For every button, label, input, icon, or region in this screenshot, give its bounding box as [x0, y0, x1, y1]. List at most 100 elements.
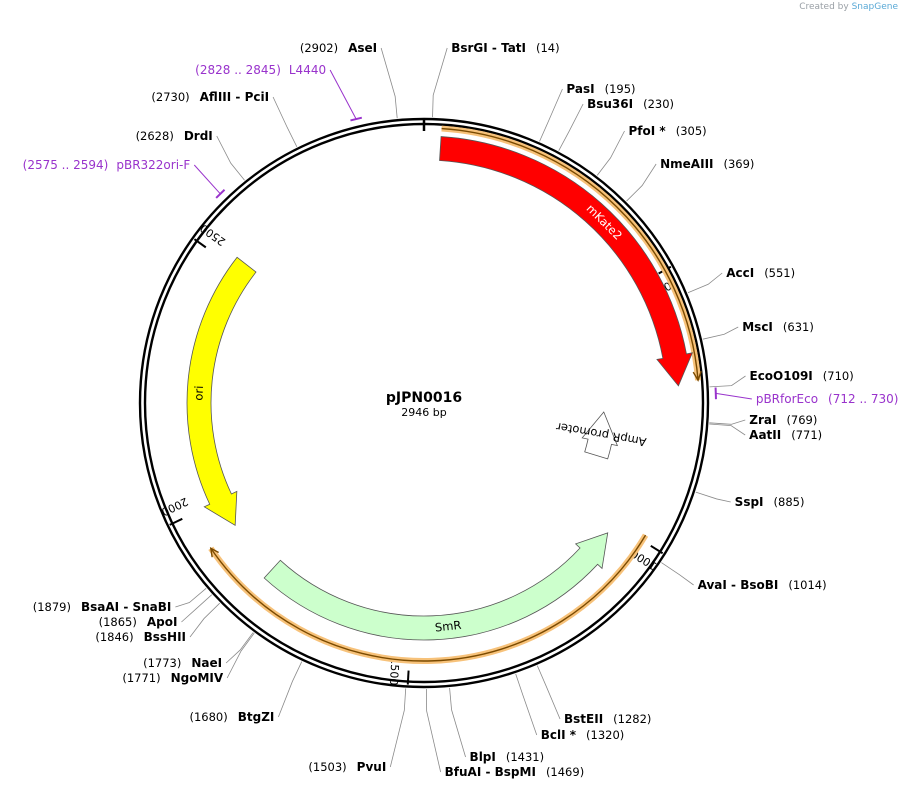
primer-label[interactable]: (2828 .. 2845)L4440 — [195, 63, 326, 77]
primer-pbrforeco[interactable]: pBRforEco(712 .. 730) — [714, 387, 899, 406]
site-msci[interactable]: MscI(631) — [702, 320, 814, 340]
site-acci[interactable]: AccI(551) — [687, 266, 795, 294]
site-label[interactable]: (1503)PvuI — [308, 760, 386, 774]
feature-ori[interactable]: ori — [186, 256, 257, 527]
site-bsteii[interactable]: BstEII(1282) — [536, 665, 651, 726]
site-leader-line — [432, 47, 448, 118]
feature-label: ori — [191, 385, 206, 401]
site-asei[interactable]: (2902)AseI — [300, 41, 398, 119]
site-leader-line — [449, 687, 466, 758]
site-bfuai-bspmi[interactable]: BfuAI - BspMI(1469) — [426, 688, 585, 779]
feature-arrow[interactable] — [581, 411, 619, 460]
site-apoi[interactable]: (1865)ApoI — [99, 594, 213, 629]
tick-mark — [650, 544, 664, 555]
site-separator: - — [481, 765, 494, 779]
site-leader-line — [272, 96, 298, 147]
site-blpi[interactable]: BlpI(1431) — [449, 687, 545, 764]
site-label[interactable]: BsrGI - TatI(14) — [451, 41, 559, 55]
feature-arrow[interactable] — [439, 136, 694, 387]
site-label[interactable]: (1773)NaeI — [143, 656, 222, 670]
primer-sites: (2828 .. 2845)L4440 (2575 .. 2594)pBR322o… — [23, 63, 899, 406]
site-label[interactable]: BfuAI - BspMI(1469) — [445, 765, 585, 779]
site-position: (1014) — [788, 578, 826, 592]
site-position: (195) — [605, 82, 636, 96]
site-position: (1680) — [190, 710, 228, 724]
site-label[interactable]: PasI (195) — [566, 82, 635, 96]
site-label[interactable]: (1846)BssHII — [95, 630, 186, 644]
site-position: (369) — [724, 157, 755, 171]
site-btgzi[interactable]: (1680)BtgZI — [190, 661, 303, 724]
site-sspi[interactable]: SspI(885) — [695, 491, 805, 509]
site-position: (1503) — [308, 760, 346, 774]
primer-l4440[interactable]: (2828 .. 2845)L4440 — [195, 63, 363, 122]
site-bcli[interactable]: BclI *(1320) — [515, 673, 625, 742]
site-position: (1879) — [33, 600, 71, 614]
site-ecoo109i[interactable]: EcoO109I(710) — [709, 369, 854, 388]
site-label[interactable]: MscI(631) — [742, 320, 814, 334]
feature-arrow[interactable] — [186, 256, 257, 527]
site-label[interactable]: (1865)ApoI — [99, 615, 178, 629]
site-pvui[interactable]: (1503)PvuI — [308, 688, 407, 774]
site-leader-line — [278, 661, 303, 718]
site-label[interactable]: EcoO109I(710) — [750, 369, 854, 383]
feature-label: SmR — [434, 618, 462, 635]
site-pasi[interactable]: PasI (195) — [539, 82, 636, 142]
site-position: (1773) — [143, 656, 181, 670]
feature-arrow[interactable] — [263, 532, 609, 641]
site-leader-line — [225, 632, 254, 664]
site-label[interactable]: (2628)DrdI — [136, 129, 213, 143]
restriction-sites: (2902)AseI BsrGI - TatI(14) (2730)AflIII -… — [33, 41, 854, 779]
site-leader-line — [380, 47, 398, 119]
site-enzyme-name: TatI — [501, 41, 526, 55]
site-afliii-pcii[interactable]: (2730)AflIII - PciI — [151, 90, 298, 147]
site-naei[interactable]: (1773)NaeI — [143, 632, 254, 670]
site-label[interactable]: NmeAIII(369) — [660, 157, 754, 171]
feature-smr[interactable]: SmR — [208, 532, 649, 664]
site-label[interactable]: AccI(551) — [726, 266, 795, 280]
site-label[interactable]: BlpI(1431) — [470, 750, 545, 764]
primer-position: (2828 .. 2845) — [195, 63, 281, 77]
site-enzyme-name: BstEII — [564, 712, 603, 726]
site-aatii[interactable]: AatII(771) — [709, 423, 822, 442]
site-bsu36i[interactable]: Bsu36I(230) — [558, 97, 674, 151]
primer-label[interactable]: (2575 .. 2594)pBR322ori-F — [23, 158, 191, 172]
tick-label: 2000 — [159, 495, 190, 519]
site-label[interactable]: AvaI - BsoBI(1014) — [698, 578, 827, 592]
site-pfoi[interactable]: PfoI *(305) — [596, 124, 707, 176]
site-position: (769) — [786, 413, 817, 427]
site-label[interactable]: AatII(771) — [749, 428, 822, 442]
primer-label[interactable]: pBRforEco(712 .. 730) — [756, 392, 899, 406]
site-leader-line — [558, 103, 584, 151]
site-label[interactable]: (1879)BsaAI - SnaBI — [33, 600, 172, 614]
site-leader-line — [661, 562, 694, 586]
site-enzyme-name: PasI — [566, 82, 594, 96]
site-label[interactable]: (1680)BtgZI — [190, 710, 275, 724]
site-position: (2902) — [300, 41, 338, 55]
site-bsshii[interactable]: (1846)BssHII — [95, 602, 221, 644]
site-label[interactable]: (2730)AflIII - PciI — [151, 90, 269, 104]
site-label[interactable]: BclI *(1320) — [541, 728, 625, 742]
site-label[interactable]: ZraI(769) — [749, 413, 817, 427]
feature-ampr-promoter[interactable]: AmpR promoter — [555, 411, 648, 460]
site-zrai[interactable]: ZraI(769) — [709, 413, 817, 427]
site-label[interactable]: BstEII(1282) — [564, 712, 651, 726]
site-leader-line — [181, 594, 213, 623]
site-ngomiv[interactable]: (1771)NgoMIV — [122, 632, 255, 685]
site-leader-line — [596, 130, 625, 176]
site-bsaai-snabi[interactable]: (1879)BsaAI - SnaBI — [33, 588, 207, 614]
site-bsrgi-tati[interactable]: BsrGI - TatI(14) — [432, 41, 560, 118]
primer-mark — [350, 116, 363, 122]
site-label[interactable]: SspI(885) — [735, 495, 805, 509]
site-label[interactable]: (2902)AseI — [300, 41, 377, 55]
site-label[interactable]: Bsu36I(230) — [587, 97, 674, 111]
site-nmeaiii[interactable]: NmeAIII(369) — [626, 157, 755, 202]
site-drdi[interactable]: (2628)DrdI — [136, 129, 245, 181]
primer-pbr322ori-f[interactable]: (2575 .. 2594)pBR322ori-F — [23, 158, 226, 199]
site-avai-bsobi[interactable]: AvaI - BsoBI(1014) — [661, 562, 827, 592]
site-label[interactable]: PfoI *(305) — [629, 124, 707, 138]
feature-mkate2[interactable]: mKate2 — [439, 125, 702, 387]
site-position: (1771) — [122, 671, 160, 685]
tick-mark — [406, 670, 410, 685]
site-label[interactable]: (1771)NgoMIV — [122, 671, 224, 685]
site-enzyme-name: SspI — [735, 495, 764, 509]
